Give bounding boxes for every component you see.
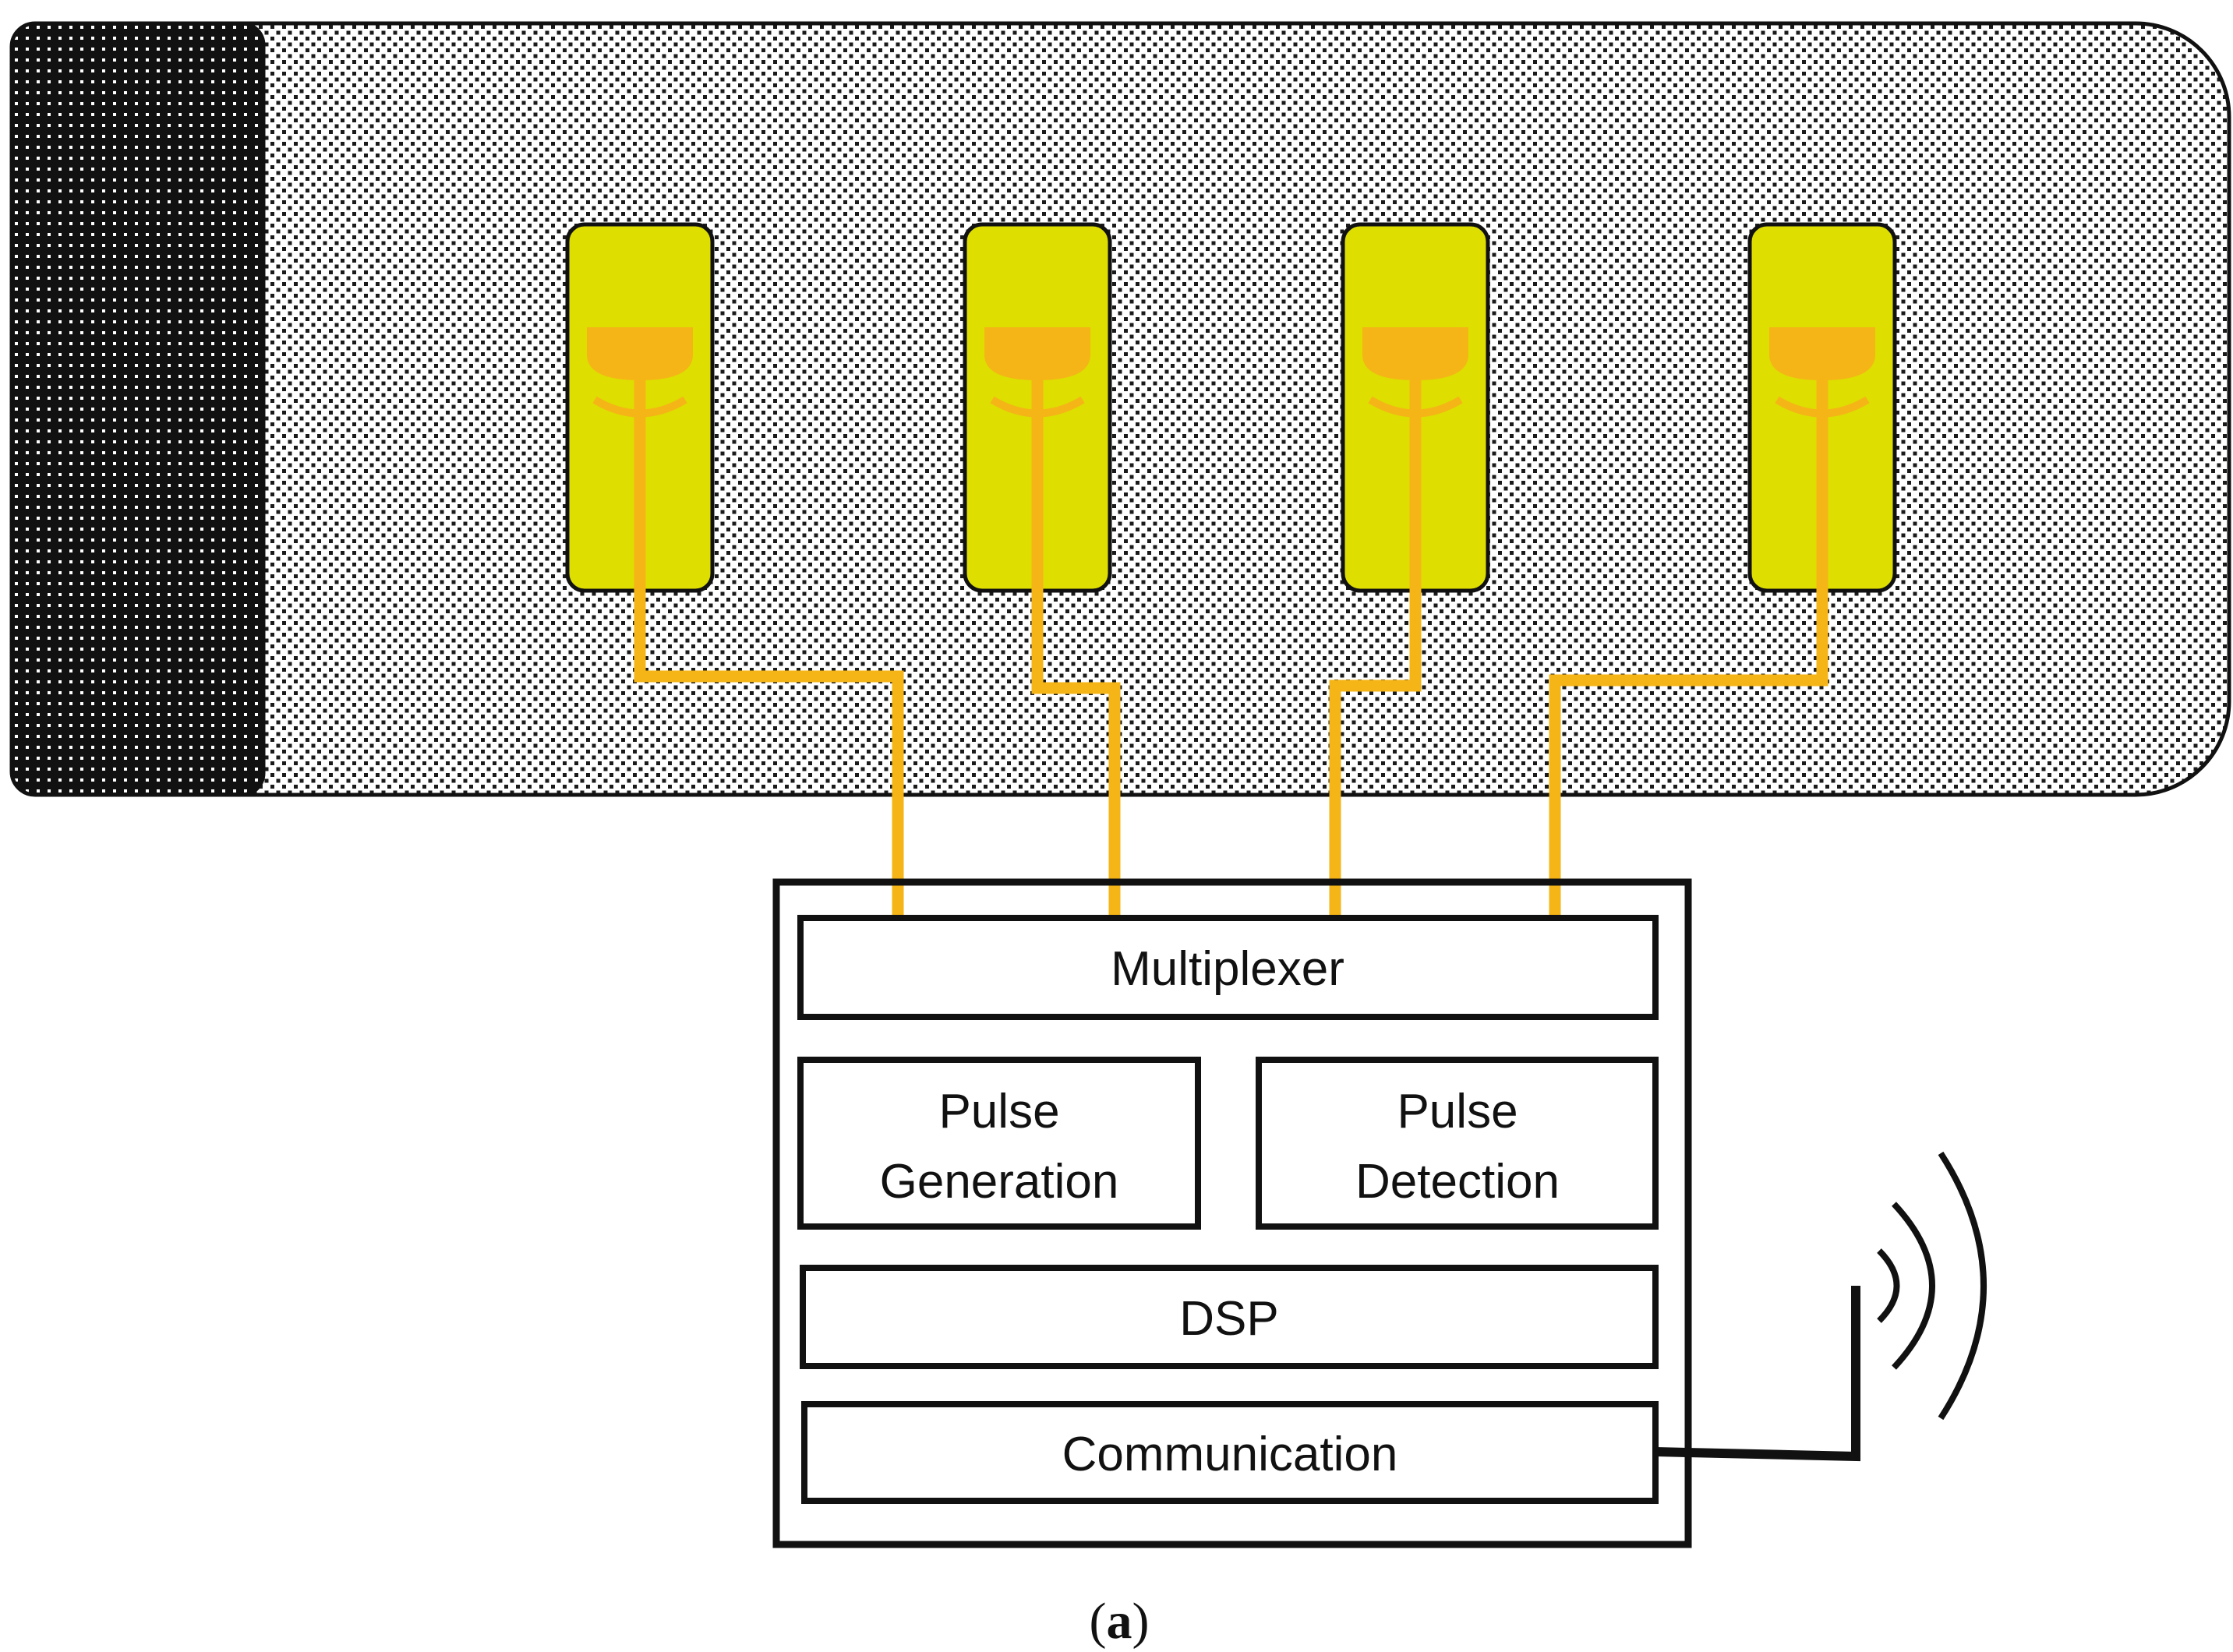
- feed-trace-4: [1549, 366, 1828, 916]
- strap-end-section: [12, 23, 266, 795]
- communication-block: Communication: [801, 1401, 1659, 1504]
- antenna-wire: [1655, 1286, 1860, 1462]
- feed-trace-1: [634, 366, 904, 916]
- pulse-detection-block: Pulse Detection: [1256, 1057, 1659, 1230]
- feed-trace-3: [1329, 366, 1422, 916]
- multiplexer-block: Multiplexer: [797, 915, 1659, 1020]
- pulse-generation-block: Pulse Generation: [797, 1057, 1201, 1230]
- dsp-block: DSP: [800, 1265, 1659, 1369]
- strap-body: [12, 23, 2229, 795]
- pulse-detection-label-line-1: Pulse: [1397, 1085, 1518, 1138]
- dsp-label: DSP: [1179, 1292, 1278, 1346]
- feed-traces: [634, 366, 1828, 916]
- communication-label: Communication: [1062, 1428, 1398, 1481]
- feed-trace-2: [1031, 366, 1121, 916]
- figure-caption: (a): [1090, 1593, 1150, 1650]
- electronics-module: Multiplexer Pulse Generation Pulse Detec…: [772, 878, 1692, 1548]
- multiplexer-label: Multiplexer: [1111, 942, 1344, 996]
- module-enclosure: [772, 878, 1692, 1548]
- strap-outline: [9, 21, 2231, 797]
- wearable-strap: [9, 21, 2231, 797]
- radio-waves-icon: [1877, 1151, 1987, 1421]
- pulse-detection-label-line-2: Detection: [1355, 1155, 1560, 1209]
- wireless-antenna: [1655, 1151, 1987, 1462]
- pulse-generation-label-line-1: Pulse: [938, 1085, 1059, 1138]
- pulse-generation-label-line-2: Generation: [880, 1155, 1119, 1209]
